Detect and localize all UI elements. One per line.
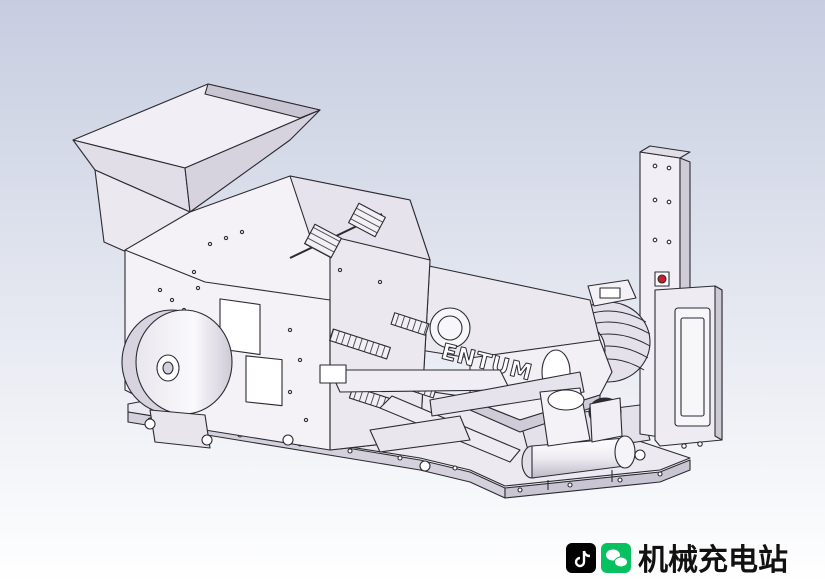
flywheel	[121, 309, 233, 415]
lower-springs	[329, 312, 438, 414]
stop-button-icon	[657, 274, 667, 284]
tiktok-icon	[566, 543, 596, 573]
flywheel-support	[149, 409, 211, 449]
watermark: 机械充电站	[566, 543, 788, 578]
watermark-text: 机械充电站	[638, 543, 788, 578]
top-springs	[289, 202, 386, 259]
electrical-cabinet	[654, 285, 723, 449]
hydraulic-cylinders	[319, 364, 585, 463]
air-compressor	[521, 387, 636, 490]
anchor-bolts	[144, 418, 646, 472]
